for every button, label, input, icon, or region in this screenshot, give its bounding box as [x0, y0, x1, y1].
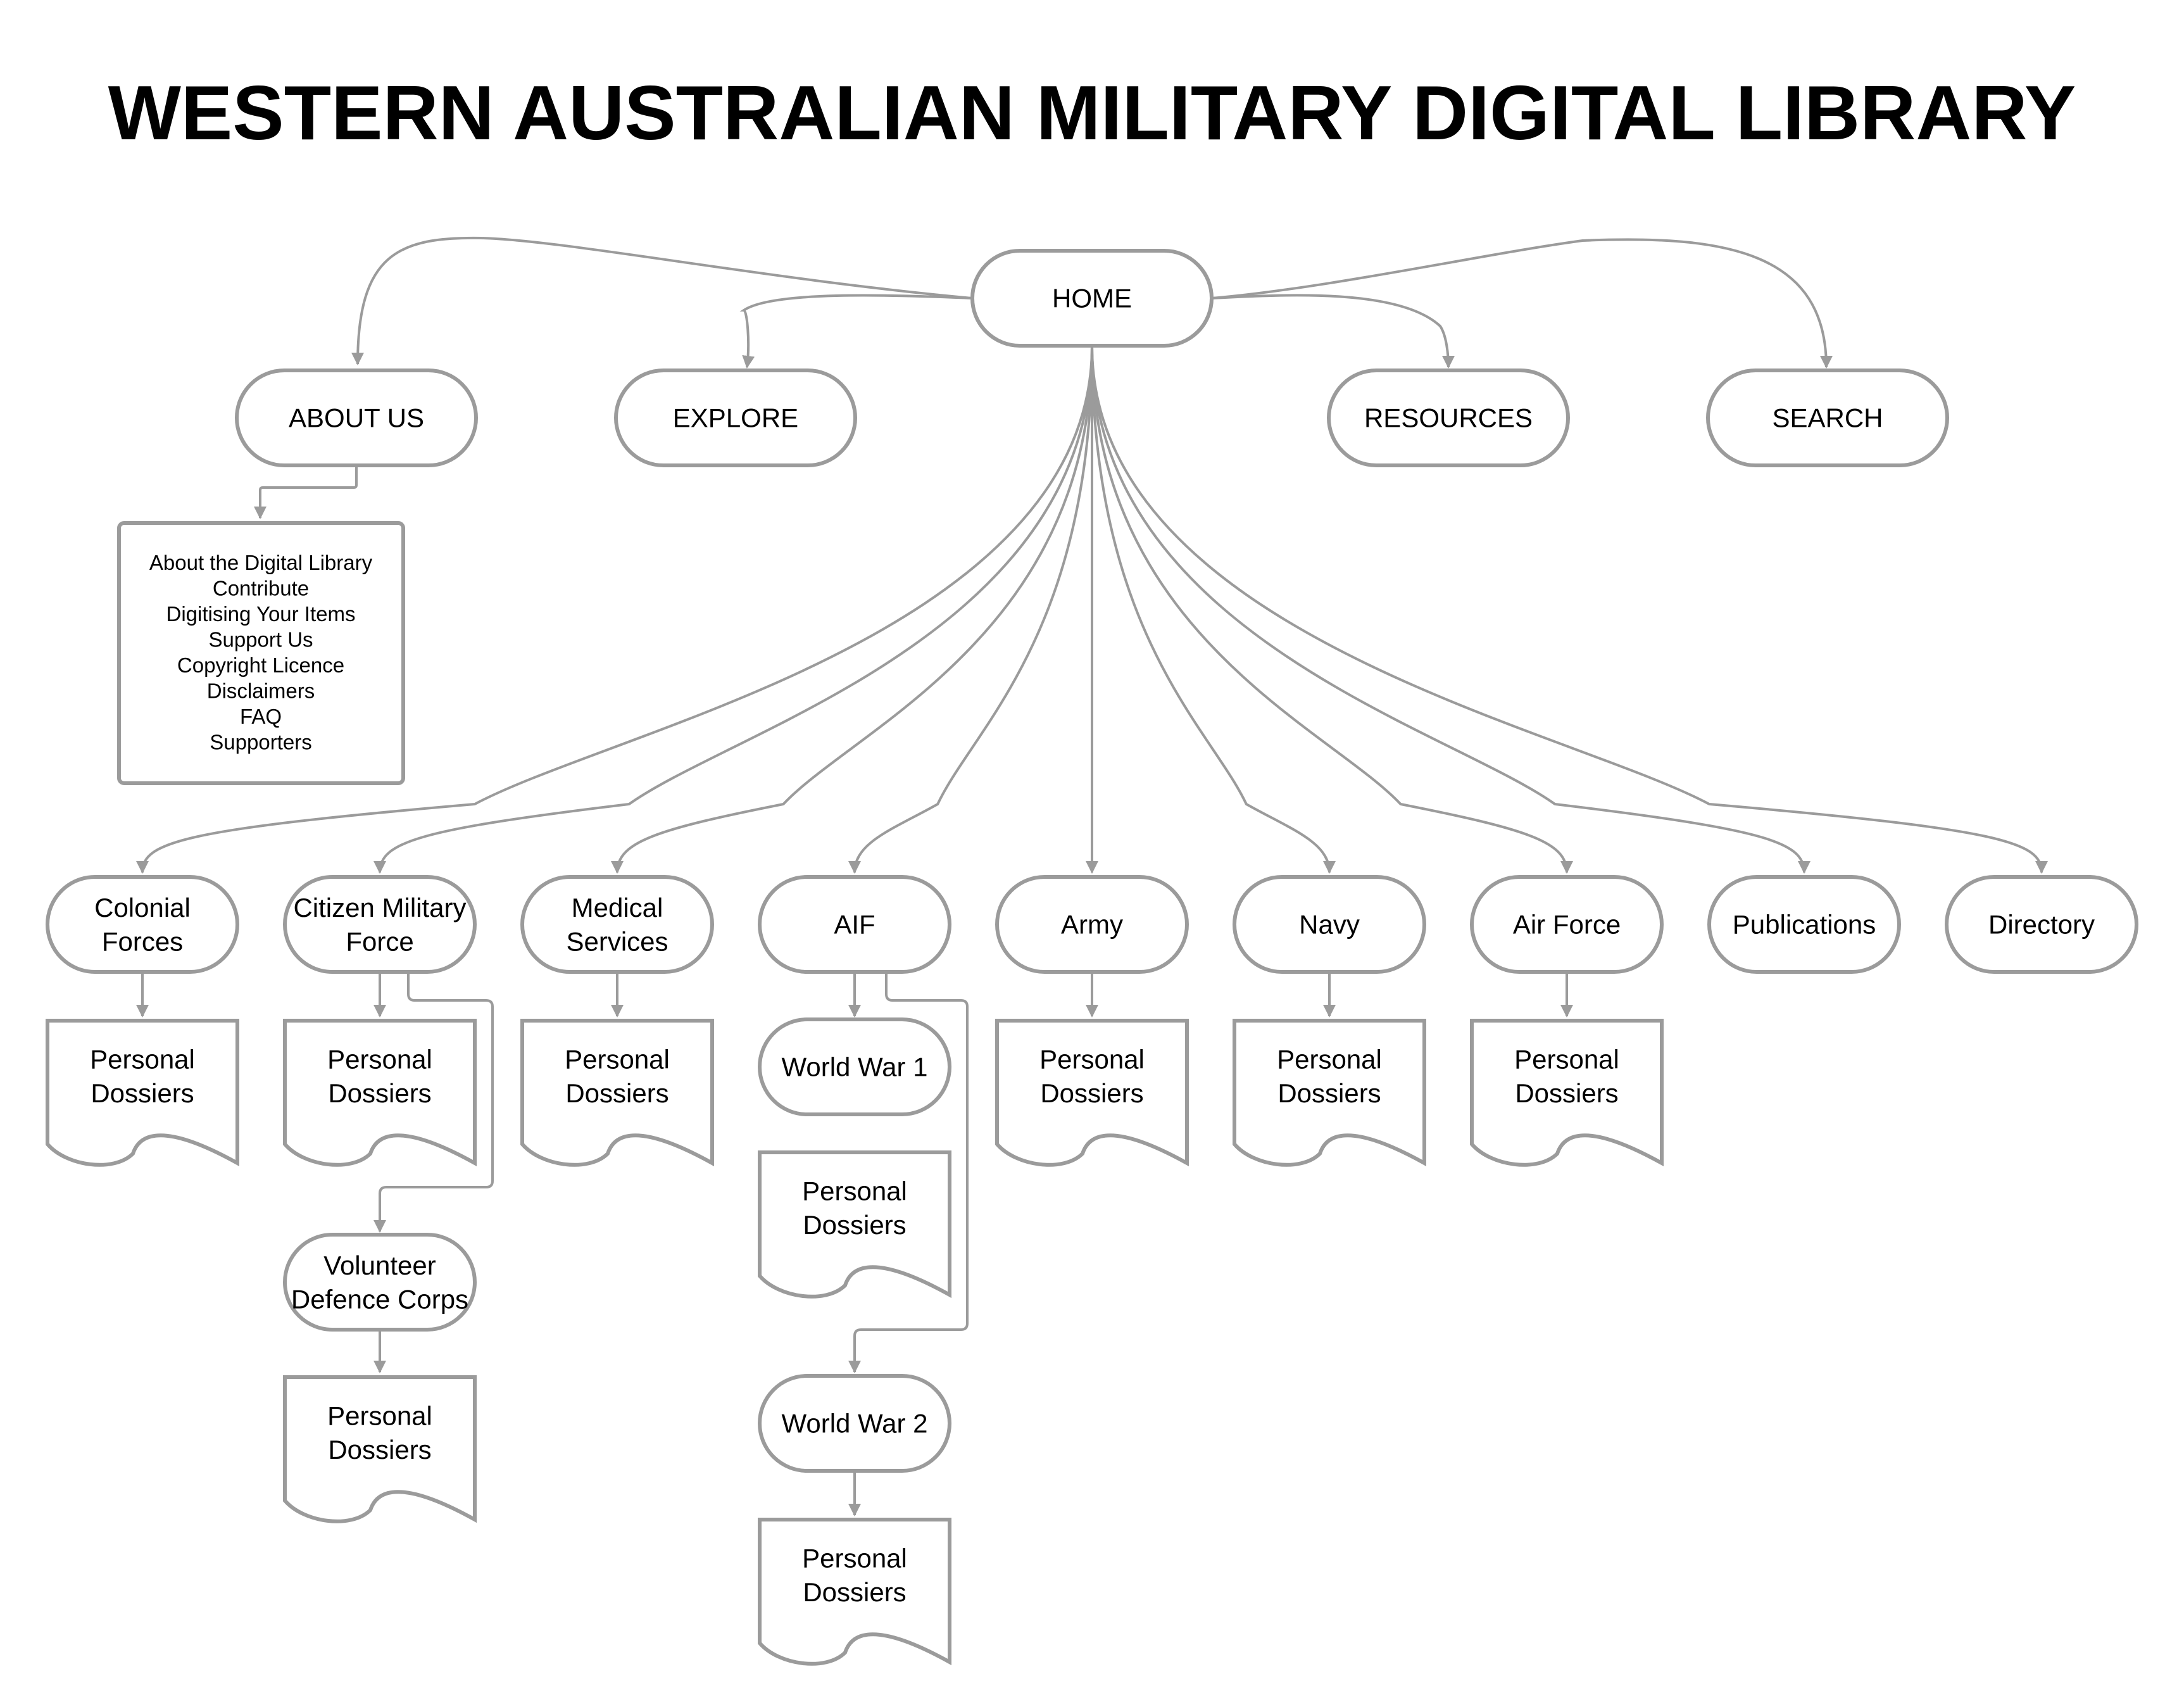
air-force-node[interactable]: [1470, 875, 1664, 974]
personal-dossiers-ww2-node[interactable]: [758, 1518, 951, 1666]
about-list-item[interactable]: Disclaimers: [207, 679, 315, 703]
personal-dossiers-0-node[interactable]: [46, 1019, 239, 1167]
about-list-item[interactable]: Digitising Your Items: [166, 602, 356, 626]
about-list-item[interactable]: About the Digital Library: [149, 551, 373, 574]
connector-home-about: [351, 236, 973, 365]
world-war-2-node[interactable]: [758, 1374, 951, 1473]
personal-dossiers-ww1-node[interactable]: [758, 1150, 951, 1299]
aif-label: AIF: [834, 910, 875, 940]
volunteer-defence-corps-label-line-1: Volunteer: [323, 1250, 436, 1280]
resources-label: RESOURCES: [1364, 403, 1533, 433]
personal-dossiers-1-node[interactable]: [283, 1019, 477, 1167]
about-us-label: ABOUT US: [289, 403, 424, 433]
directory-node[interactable]: [1945, 875, 2138, 974]
about-list-item[interactable]: Support Us: [208, 628, 313, 652]
home-label: HOME: [1052, 284, 1132, 313]
connector-home-resources: [1211, 294, 1455, 368]
navy-label: Navy: [1299, 910, 1360, 940]
world-war-1-node[interactable]: [758, 1017, 951, 1116]
volunteer-defence-corps-label-line-2: Defence Corps: [291, 1285, 468, 1314]
about-list-box: [117, 521, 405, 785]
personal-dossiers-3-label-line-1: Personal: [1039, 1044, 1145, 1074]
explore-node[interactable]: [614, 368, 857, 467]
connector-about-list: [254, 467, 358, 519]
about-list-item[interactable]: Supporters: [210, 731, 311, 754]
resources-node[interactable]: [1327, 368, 1570, 467]
personal-dossiers-5-node[interactable]: [1470, 1019, 1664, 1167]
connector-home-directory: [1091, 345, 2048, 874]
volunteer-defence-corps-node[interactable]: [283, 1233, 477, 1332]
army-node[interactable]: [995, 875, 1189, 974]
colonial-forces-label-line-2: Forces: [102, 927, 183, 957]
about-list-item[interactable]: FAQ: [240, 705, 282, 728]
air-force-label: Air Force: [1513, 910, 1621, 940]
home-node[interactable]: [970, 249, 1214, 348]
navy-node[interactable]: [1233, 875, 1426, 974]
about-list-item[interactable]: Copyright Licence: [177, 653, 344, 677]
personal-dossiers-vdc-node[interactable]: [283, 1375, 477, 1523]
connector-home-colonial: [136, 345, 1093, 874]
connector-aif-ww2: [848, 974, 969, 1373]
personal-dossiers-0-label-line-1: Personal: [90, 1044, 195, 1074]
army-label: Army: [1061, 910, 1123, 940]
connector-home-airforce: [1091, 345, 1573, 874]
connector-home-navy: [1091, 345, 1336, 874]
connector-cmf-vdc: [373, 974, 494, 1233]
personal-dossiers-3-node[interactable]: [995, 1019, 1189, 1167]
personal-dossiers-4-label-line-2: Dossiers: [1277, 1078, 1381, 1108]
explore-label: EXPLORE: [673, 403, 798, 433]
about-us-node[interactable]: [235, 368, 478, 467]
publications-label: Publications: [1733, 910, 1876, 940]
personal-dossiers-1-label-line-2: Dossiers: [328, 1078, 431, 1108]
personal-dossiers-vdc-label-line-2: Dossiers: [328, 1435, 431, 1464]
connector-home-publications: [1091, 345, 1811, 874]
medical-services-label-line-1: Medical: [572, 893, 663, 923]
citizen-military-force-label-line-2: Force: [346, 927, 413, 957]
colonial-forces-node[interactable]: [46, 875, 239, 974]
directory-label: Directory: [1988, 910, 2095, 940]
personal-dossiers-2-node[interactable]: [520, 1019, 714, 1167]
world-war-2-label: World War 2: [781, 1409, 927, 1439]
connector-home-cmf: [373, 345, 1093, 874]
connector-home-aif: [848, 345, 1093, 874]
page-title: WESTERN AUSTRALIAN MILITARY DIGITAL LIBR…: [108, 70, 2076, 156]
aif-node[interactable]: [758, 875, 951, 974]
personal-dossiers-ww1-label-line-1: Personal: [802, 1176, 907, 1206]
medical-services-node[interactable]: [520, 875, 714, 974]
search-node[interactable]: [1706, 368, 1949, 467]
connector-home-medical: [611, 345, 1093, 874]
personal-dossiers-5-label-line-1: Personal: [1514, 1044, 1619, 1074]
about-list-item[interactable]: Contribute: [213, 577, 309, 600]
personal-dossiers-ww1-label-line-2: Dossiers: [803, 1210, 906, 1240]
personal-dossiers-3-label-line-2: Dossiers: [1040, 1078, 1143, 1108]
personal-dossiers-2-label-line-2: Dossiers: [565, 1078, 668, 1108]
personal-dossiers-1-label-line-1: Personal: [327, 1044, 432, 1074]
world-war-1-label: World War 1: [781, 1052, 927, 1082]
personal-dossiers-2-label-line-1: Personal: [565, 1044, 670, 1074]
connector-home-search: [1211, 238, 1833, 368]
personal-dossiers-4-node[interactable]: [1233, 1019, 1426, 1167]
connector-home-explore: [739, 294, 973, 368]
publications-node[interactable]: [1707, 875, 1901, 974]
personal-dossiers-ww2-label-line-2: Dossiers: [803, 1577, 906, 1607]
personal-dossiers-0-label-line-2: Dossiers: [91, 1078, 194, 1108]
personal-dossiers-5-label-line-2: Dossiers: [1515, 1078, 1618, 1108]
personal-dossiers-vdc-label-line-1: Personal: [327, 1401, 432, 1430]
citizen-military-force-label-line-1: Citizen Military: [293, 893, 466, 923]
personal-dossiers-ww2-label-line-1: Personal: [802, 1543, 907, 1573]
search-label: SEARCH: [1772, 403, 1883, 433]
colonial-forces-label-line-1: Colonial: [94, 893, 191, 923]
personal-dossiers-4-label-line-1: Personal: [1277, 1044, 1382, 1074]
medical-services-label-line-2: Services: [566, 927, 668, 957]
citizen-military-force-node[interactable]: [283, 875, 477, 974]
